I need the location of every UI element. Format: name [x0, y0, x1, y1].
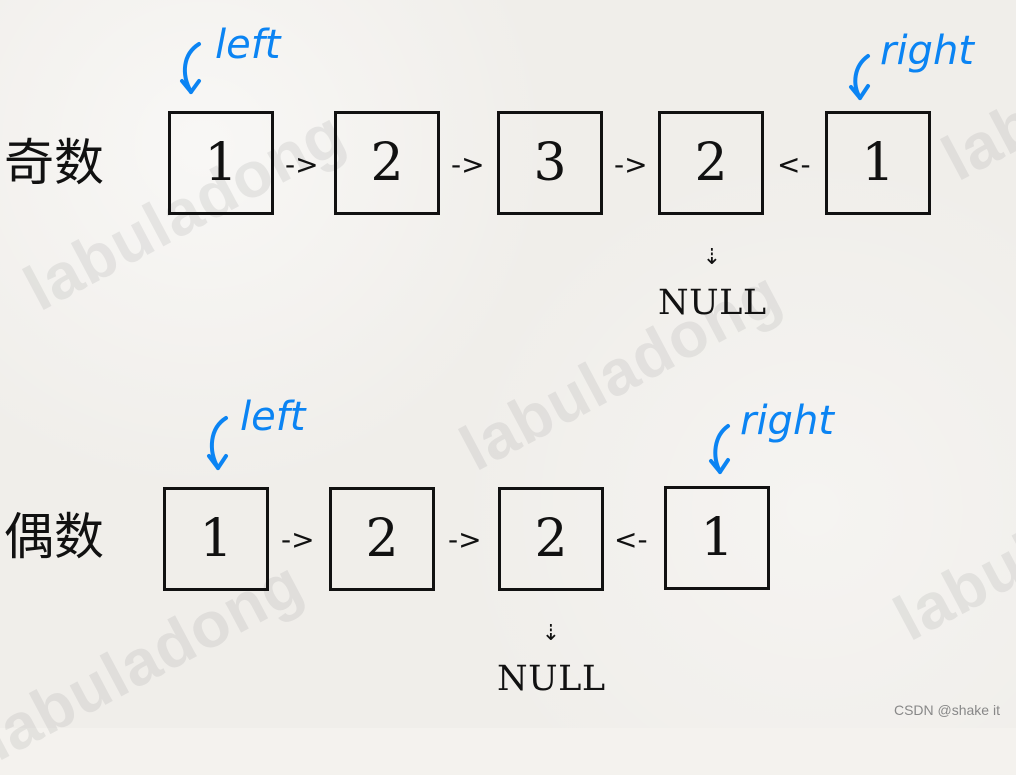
odd-null-label: NULL — [658, 283, 767, 323]
curved-down-arrow-icon — [849, 54, 870, 100]
odd-connector-2: -> — [451, 148, 485, 181]
even-label: 偶数 — [4, 508, 104, 566]
even-right-label: right — [740, 398, 835, 444]
odd-right-pointer: right — [849, 28, 975, 100]
odd-connector-3: -> — [614, 148, 648, 181]
odd-node-1: 1 — [168, 111, 274, 215]
footer-watermark: CSDN @shake it — [893, 702, 1000, 718]
odd-left-label: left — [215, 22, 282, 68]
even-node-3: 2 — [498, 487, 604, 591]
watermark-3: labuladong — [882, 425, 1016, 655]
even-right-pointer: right — [709, 398, 835, 474]
curved-down-arrow-icon — [709, 424, 730, 474]
odd-connector-1: -> — [285, 148, 319, 181]
even-node-4: 1 — [664, 486, 770, 590]
odd-left-pointer: left — [180, 22, 282, 94]
odd-node-4: 2 — [658, 111, 764, 215]
even-null-label: NULL — [497, 659, 606, 699]
even-connector-3: <- — [614, 523, 648, 556]
even-null-down-arrow-icon: ⇣ — [541, 621, 561, 646]
even-left-label: left — [240, 394, 307, 440]
even-left-pointer: left — [207, 394, 307, 470]
odd-null-down-arrow-icon: ⇣ — [702, 245, 722, 270]
even-node-1: 1 — [163, 487, 269, 591]
even-connector-1: -> — [281, 523, 315, 556]
odd-node-2: 2 — [334, 111, 440, 215]
even-node-2: 2 — [329, 487, 435, 591]
odd-right-label: right — [880, 28, 975, 74]
curved-down-arrow-icon — [180, 42, 201, 94]
odd-connector-4: <- — [777, 148, 811, 181]
odd-label: 奇数 — [4, 134, 104, 192]
even-connector-2: -> — [448, 523, 482, 556]
odd-node-5: 1 — [825, 111, 931, 215]
curved-down-arrow-icon — [207, 416, 228, 470]
odd-node-3: 3 — [497, 111, 603, 215]
